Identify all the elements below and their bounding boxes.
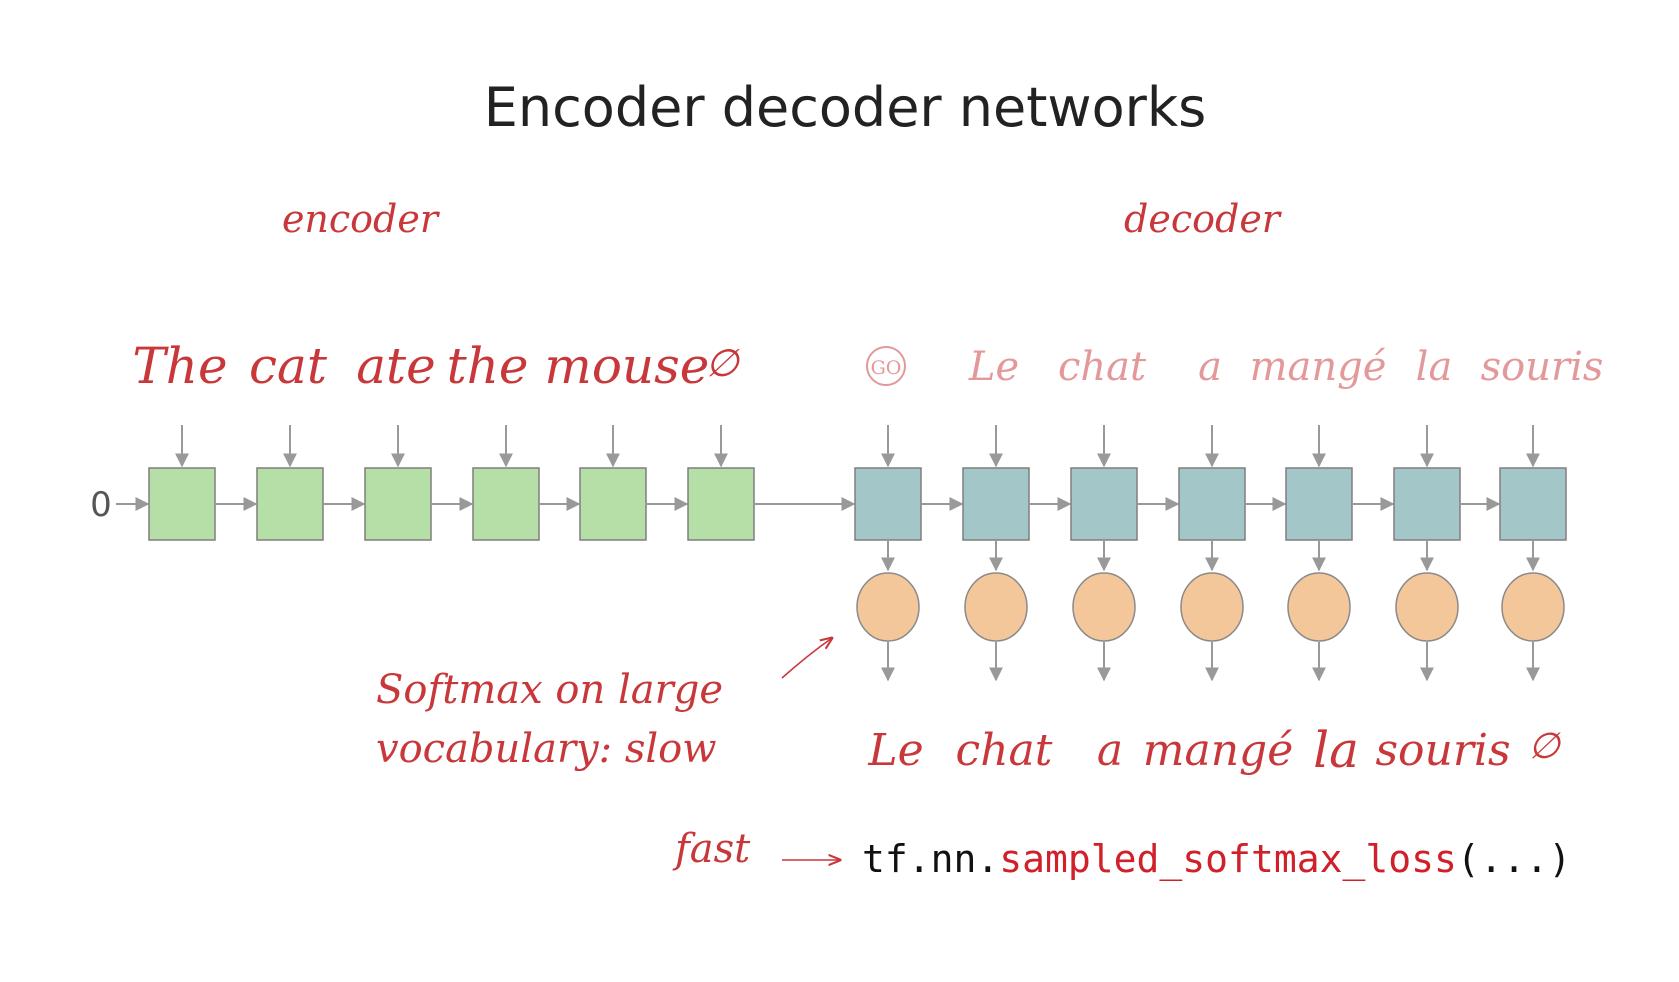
decoder-input-word: souris — [1481, 344, 1604, 390]
decoder-cell — [1285, 467, 1353, 541]
fast-note: fast — [672, 826, 751, 872]
decoder-cell — [854, 467, 922, 541]
encoder-cell — [579, 467, 647, 541]
end-of-sequence-symbol: ∅ — [705, 341, 740, 385]
softmax-node — [1072, 572, 1136, 642]
decoder-cell — [1178, 467, 1246, 541]
go-token-label: GO — [871, 357, 902, 379]
decoder-cell — [1393, 467, 1461, 541]
decoder-cell — [1070, 467, 1138, 541]
encoder-input-word: the mouse — [447, 337, 710, 395]
encoder-input-word: cat — [249, 337, 328, 395]
softmax-node — [856, 572, 920, 642]
softmax-node — [1287, 572, 1351, 642]
initial-state-label: 0 — [90, 485, 112, 525]
decoder-input-word: la — [1416, 344, 1453, 390]
encoder-cell — [256, 467, 324, 541]
softmax-note-line1: Softmax on large — [376, 667, 723, 713]
decoder-output-word: la — [1313, 721, 1359, 779]
go-token: GO — [866, 346, 906, 386]
code-snippet: tf.nn.sampled_softmax_loss(...) — [862, 837, 1571, 882]
cell-to-softmax-arrows — [881, 541, 1540, 572]
encoder-input-word: The — [132, 337, 227, 395]
softmax-node — [964, 572, 1028, 642]
softmax-note-arrow — [781, 638, 832, 679]
decoder-cells — [854, 467, 1567, 541]
code-prefix: tf.nn. — [862, 837, 999, 881]
softmax-node — [1501, 572, 1565, 642]
decoder-input-word: a — [1198, 344, 1222, 390]
decoder-output-word: chat — [956, 725, 1053, 776]
decoder-output-word: souris — [1375, 725, 1510, 776]
end-of-sequence-symbol: ∅ — [1528, 726, 1561, 767]
decoder-output-word: mangé — [1143, 725, 1294, 776]
code-suffix: (...) — [1457, 837, 1571, 881]
decoder-input-word: mangé — [1250, 344, 1387, 390]
decoder-cell — [1499, 467, 1567, 541]
decoder-output-word: a — [1097, 725, 1123, 776]
slide-title: Encoder decoder networks — [484, 76, 1206, 139]
encoder-cell — [148, 467, 216, 541]
decoder-output-word: Le — [867, 725, 923, 776]
decoder-input-word: Le — [968, 344, 1019, 390]
softmax-output-arrows — [881, 642, 1540, 682]
encoder-label: encoder — [282, 197, 441, 241]
softmax-node — [1395, 572, 1459, 642]
encoder-cell — [364, 467, 432, 541]
decoder-label: decoder — [1124, 197, 1283, 241]
encoder-cell — [472, 467, 540, 541]
softmax-node — [1180, 572, 1244, 642]
encoder-input-word: ate — [356, 337, 436, 395]
encoder-cell — [687, 467, 755, 541]
softmax-note-line2: vocabulary: slow — [376, 726, 717, 772]
encoder-cells — [148, 467, 755, 541]
input-arrows — [175, 425, 1540, 468]
softmax-nodes — [856, 572, 1565, 642]
code-function: sampled_softmax_loss — [999, 837, 1457, 882]
decoder-cell — [962, 467, 1030, 541]
decoder-input-word: chat — [1058, 344, 1147, 390]
